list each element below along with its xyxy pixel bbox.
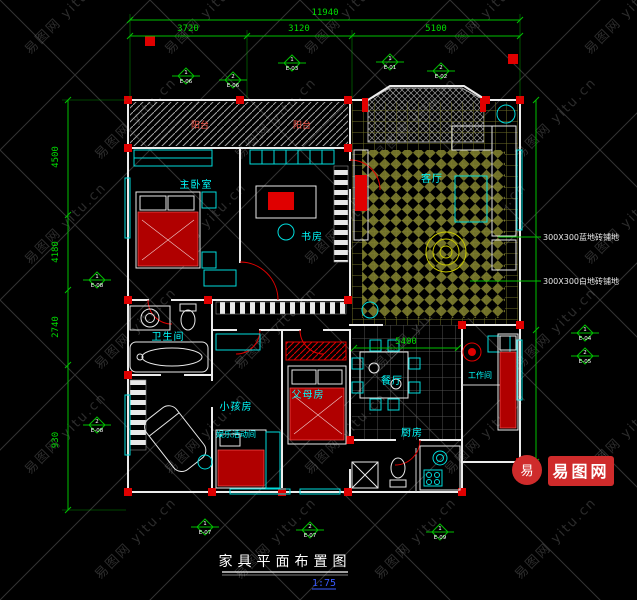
svg-text:E-02: E-02 bbox=[435, 74, 447, 80]
dim-left-2: 4180 bbox=[51, 241, 61, 263]
dim-top-3: 5100 bbox=[425, 24, 447, 34]
logo-seal bbox=[512, 455, 542, 485]
svg-text:1: 1 bbox=[583, 327, 587, 333]
svg-text:E-06: E-06 bbox=[180, 79, 193, 85]
svg-text:E-09: E-09 bbox=[434, 535, 447, 541]
activity-cabinet bbox=[129, 379, 147, 451]
svg-text:E-04: E-04 bbox=[579, 336, 592, 342]
svg-text:E-03: E-03 bbox=[286, 66, 299, 72]
windows bbox=[124, 149, 523, 495]
room-label-dining-room: 餐厅 bbox=[381, 374, 403, 387]
elevation-marker: 2E-02 bbox=[427, 62, 455, 80]
elevation-marker: 2E-07 bbox=[296, 521, 324, 539]
dim-left-1: 4500 bbox=[51, 146, 61, 168]
room-label-kids-room: 小孩房 bbox=[220, 400, 253, 413]
svg-text:2: 2 bbox=[308, 524, 312, 530]
logo-text: 易图网 bbox=[552, 462, 609, 481]
balcony-hatch bbox=[130, 102, 348, 146]
svg-text:2: 2 bbox=[439, 65, 443, 71]
dimensions: 11940 3720 3120 5100 4500 4180 2740 930 … bbox=[51, 8, 540, 514]
elevation-marker: 1E-03 bbox=[278, 54, 306, 72]
elevation-marker: 1E-07 bbox=[191, 518, 219, 536]
study-cabinet bbox=[333, 165, 349, 263]
svg-text:E-08: E-08 bbox=[91, 283, 104, 289]
svg-text:1: 1 bbox=[203, 521, 207, 527]
site-logo: 易 易图网 bbox=[512, 455, 614, 486]
elevation-marker: 1E-09 bbox=[426, 523, 454, 541]
room-label-kitchen: 厨房 bbox=[401, 426, 423, 439]
elevation-marker: 1E-04 bbox=[571, 324, 599, 342]
svg-text:1: 1 bbox=[95, 274, 99, 280]
living-checker-tile bbox=[362, 150, 505, 318]
elevation-marker: 2E-05 bbox=[571, 347, 599, 365]
svg-text:2: 2 bbox=[583, 350, 587, 356]
elevation-marker: 1E-01 bbox=[376, 53, 404, 71]
elevation-markers: 1E-06 2E-06 1E-03 1E-01 2E-02 1E-08 2E-0… bbox=[83, 53, 599, 541]
svg-text:E-06: E-06 bbox=[227, 83, 240, 89]
svg-text:1: 1 bbox=[184, 70, 188, 76]
elevation-marker: 2E-08 bbox=[83, 416, 111, 434]
svg-text:E-07: E-07 bbox=[199, 530, 212, 536]
study-desk bbox=[249, 149, 335, 241]
dim-top-total: 11940 bbox=[311, 8, 338, 18]
annotation-blue-tile: 300X300蓝地砖铺地 bbox=[543, 232, 619, 242]
room-labels: 阳台 阳台 主卧室 书房 客厅 卫生间 小孩房 娱乐活动间 父母房 餐厅 厨房 … bbox=[152, 119, 493, 439]
dim-top-1: 3720 bbox=[177, 24, 199, 34]
kitchen-set bbox=[351, 445, 461, 491]
room-label-parents-room: 父母房 bbox=[292, 388, 325, 401]
room-label-balcony-left: 阳台 bbox=[191, 119, 209, 131]
svg-text:E-08: E-08 bbox=[91, 428, 104, 434]
floor-finishes bbox=[130, 87, 518, 440]
logo-seal-text: 易 bbox=[520, 464, 533, 479]
ref-square-top-right bbox=[508, 54, 518, 64]
title-block: 家具平面布置图 1:75 bbox=[219, 553, 352, 590]
svg-text:E-05: E-05 bbox=[579, 359, 592, 365]
living-room-set bbox=[353, 104, 517, 319]
drawing-scale: 1:75 bbox=[312, 578, 336, 589]
bathroom-fixtures bbox=[129, 303, 209, 373]
columns bbox=[124, 36, 524, 496]
dining-set bbox=[351, 339, 421, 411]
svg-text:E-01: E-01 bbox=[384, 65, 396, 71]
elevation-marker: 1E-08 bbox=[83, 271, 111, 289]
annotation-white-tile: 300X300白地砖铺地 bbox=[543, 276, 619, 286]
elevation-marker: 1E-06 bbox=[172, 67, 200, 85]
room-label-bathroom: 卫生间 bbox=[152, 330, 185, 343]
room-label-master-bedroom: 主卧室 bbox=[180, 178, 213, 191]
room-label-balcony-right: 阳台 bbox=[293, 119, 311, 131]
room-label-living-room: 客厅 bbox=[421, 172, 443, 185]
room-label-work-room: 工作间 bbox=[468, 370, 492, 380]
svg-text:1: 1 bbox=[388, 56, 392, 62]
furniture bbox=[129, 104, 519, 491]
svg-text:1: 1 bbox=[290, 57, 294, 63]
ref-square-top-left bbox=[145, 36, 155, 46]
parents-bed bbox=[285, 341, 347, 445]
svg-text:2: 2 bbox=[95, 419, 99, 425]
dim-left-3: 2740 bbox=[51, 316, 61, 338]
work-room-fixtures bbox=[462, 333, 519, 431]
logo-box bbox=[548, 456, 614, 486]
elevation-marker: 2E-06 bbox=[219, 71, 247, 89]
master-bed bbox=[133, 149, 237, 287]
activity-piano bbox=[144, 405, 213, 472]
drawing-title: 家具平面布置图 bbox=[219, 553, 352, 570]
svg-text:E-07: E-07 bbox=[304, 533, 317, 539]
cabinets bbox=[129, 165, 349, 451]
dim-left-4: 930 bbox=[51, 432, 61, 448]
kids-bed bbox=[215, 333, 281, 489]
hall-cabinet bbox=[215, 301, 347, 315]
room-label-study: 书房 bbox=[301, 230, 323, 243]
svg-text:2: 2 bbox=[231, 74, 235, 80]
tile-annotations: 300X300蓝地砖铺地 300X300白地砖铺地 bbox=[470, 232, 619, 286]
room-label-activity-room: 娱乐活动间 bbox=[216, 429, 256, 439]
dim-interior-5400: 5400 bbox=[395, 337, 417, 347]
dim-top-2: 3120 bbox=[288, 24, 310, 34]
svg-text:1: 1 bbox=[438, 526, 442, 532]
